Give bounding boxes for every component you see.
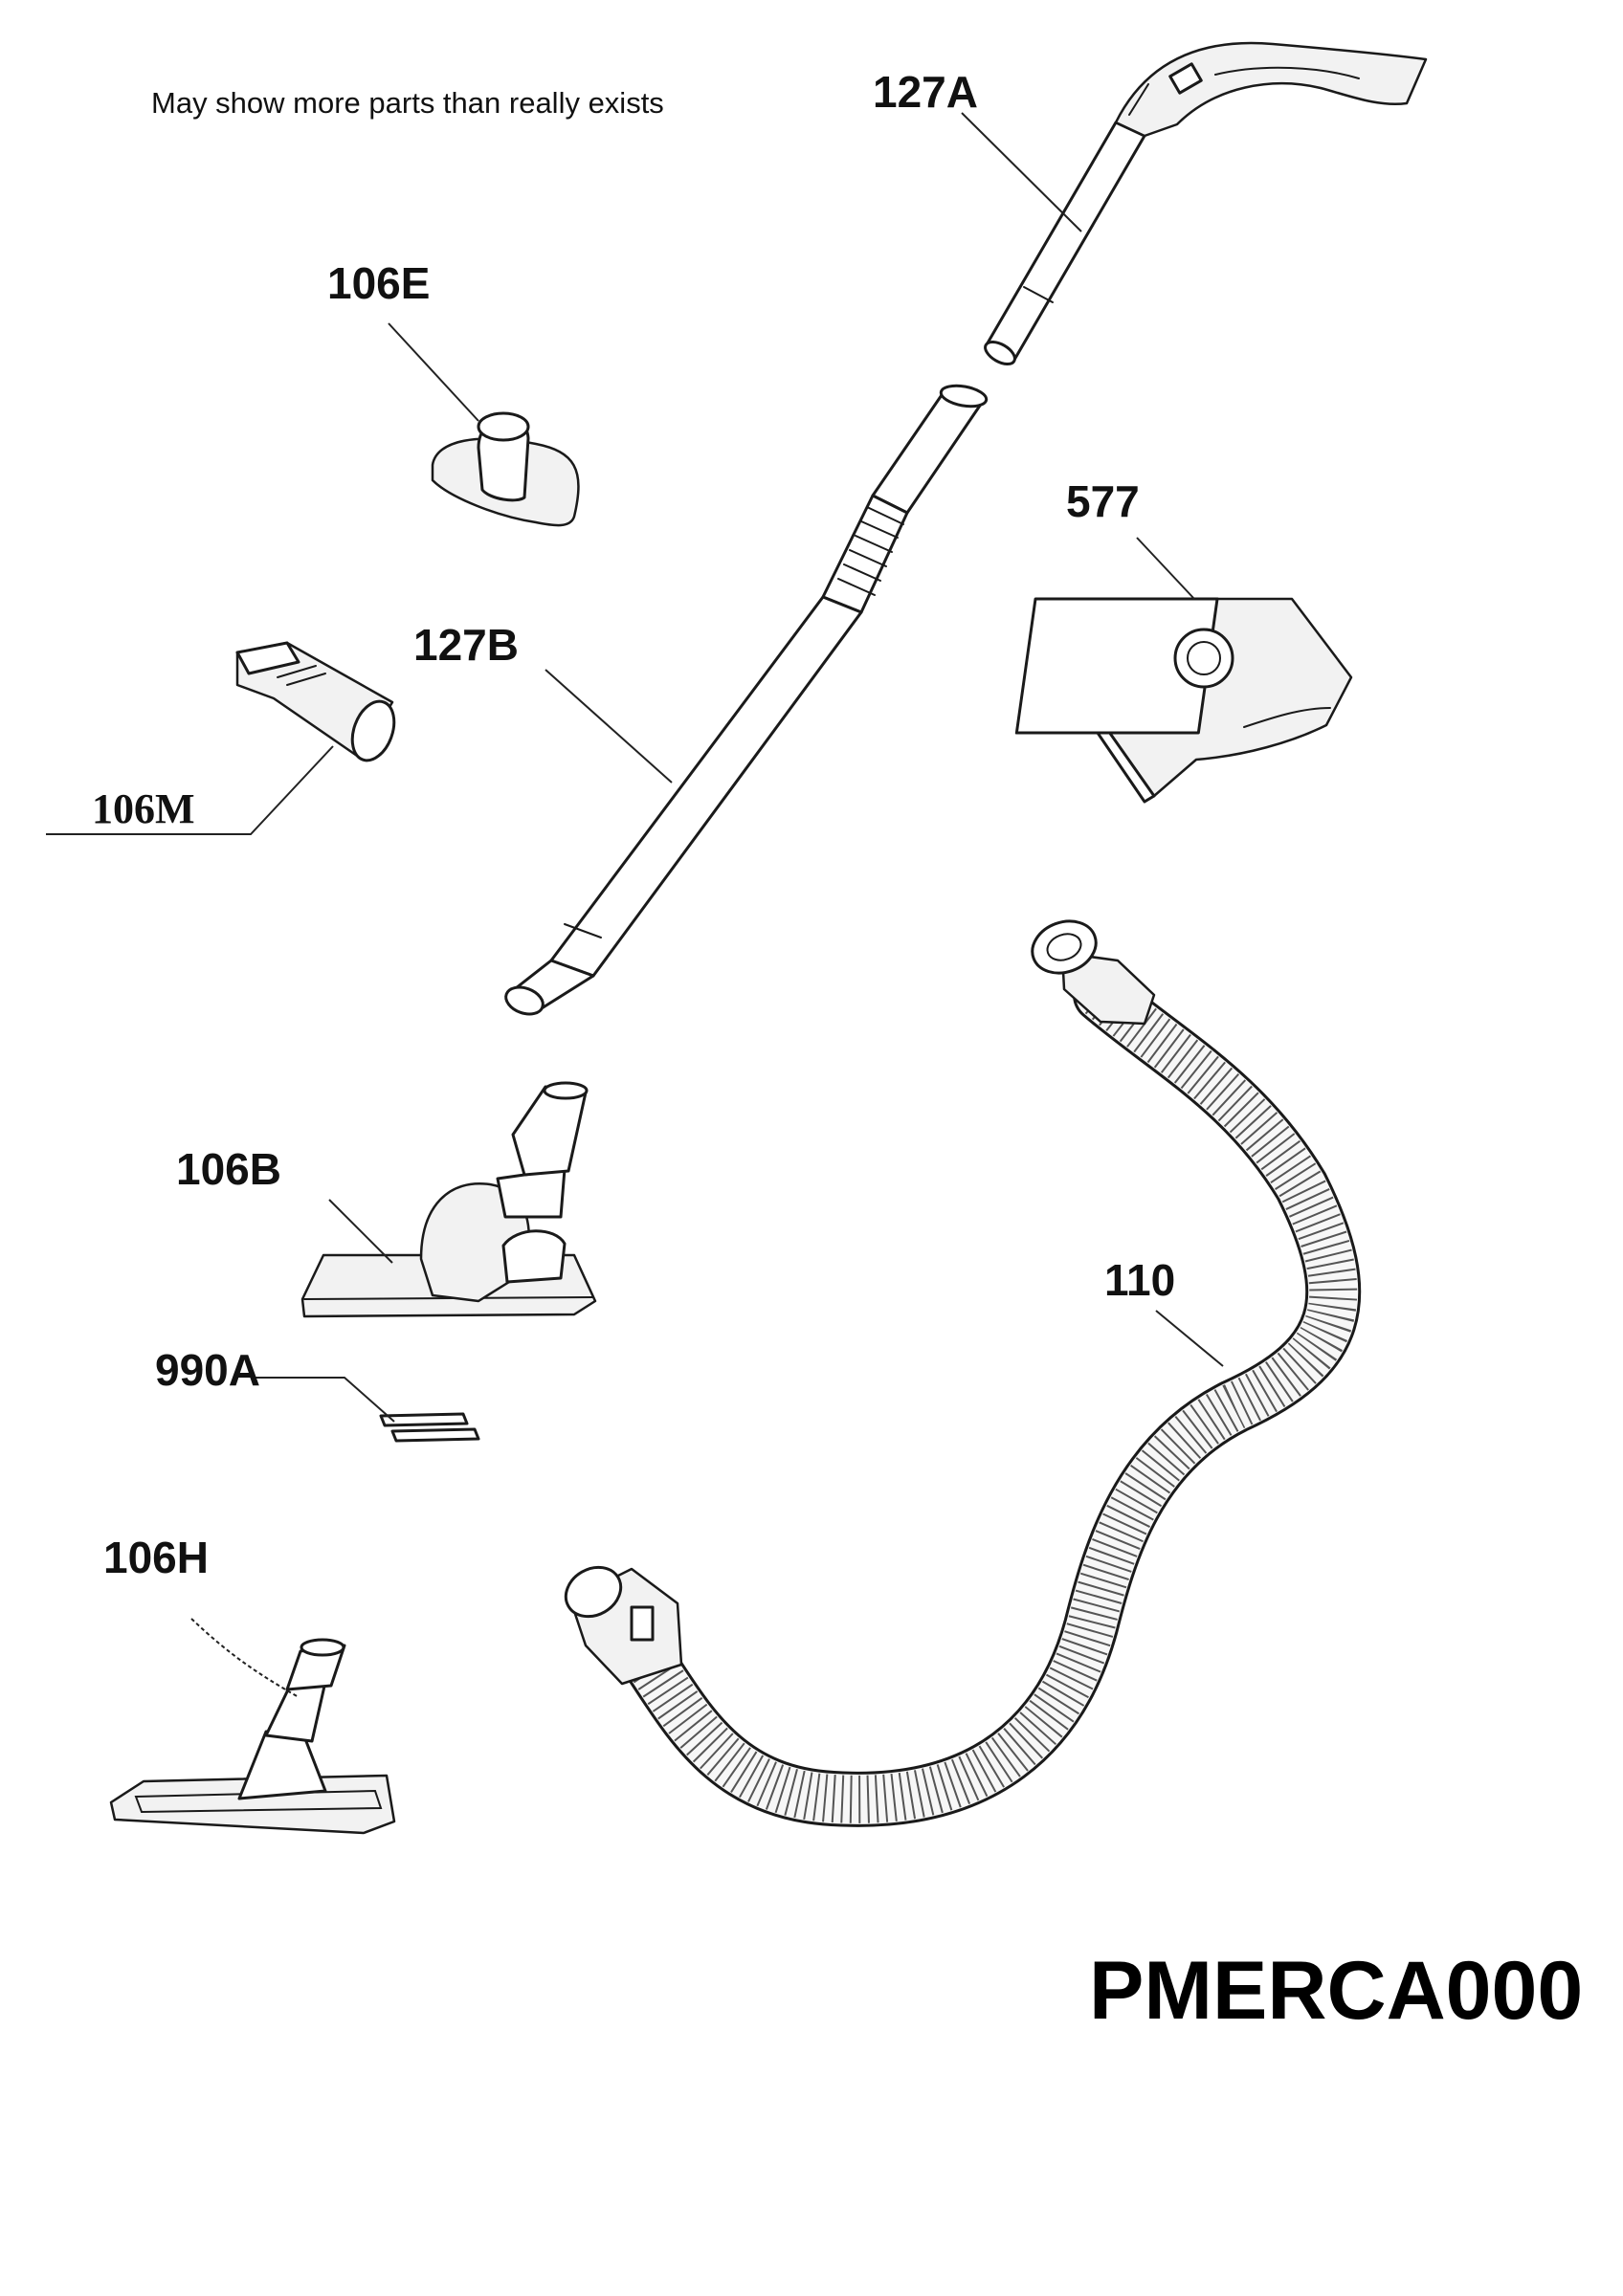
leader-106b [328,1199,393,1264]
label-106m: 106M [92,785,195,832]
part-106b-floor-nozzle [300,1081,597,1318]
label-127b: 127B [413,620,519,670]
part-577-dust-bag [1014,597,1353,804]
model-code: PMERCA000 [1089,1945,1583,2037]
label-577: 577 [1066,476,1140,526]
label-990a: 990A [155,1345,260,1395]
leader-127b [545,669,673,784]
leader-106h [190,1618,300,1698]
label-106h: 106H [103,1533,209,1582]
part-110-hose [564,919,1362,1827]
part-106e-upholstery-nozzle [431,411,580,527]
leader-577 [1136,537,1195,600]
label-110: 110 [1104,1255,1175,1305]
disclaimer-note: May show more parts than really exists [151,86,664,120]
label-106e: 106E [327,258,430,308]
leader-110 [1155,1310,1224,1367]
part-990a-strips [379,1412,480,1443]
leader-990a [251,1377,395,1423]
leader-106e [388,322,479,422]
label-127a: 127A [873,67,978,117]
part-106h-parquet-nozzle [109,1638,396,1835]
part-127a-handle-tube [984,41,1428,366]
label-106b: 106B [176,1144,281,1194]
part-106m-brush-nozzle [235,641,396,762]
part-127b-telescopic-tube [504,384,989,1016]
leader-127a [961,112,1082,232]
leader-106m [46,745,334,835]
